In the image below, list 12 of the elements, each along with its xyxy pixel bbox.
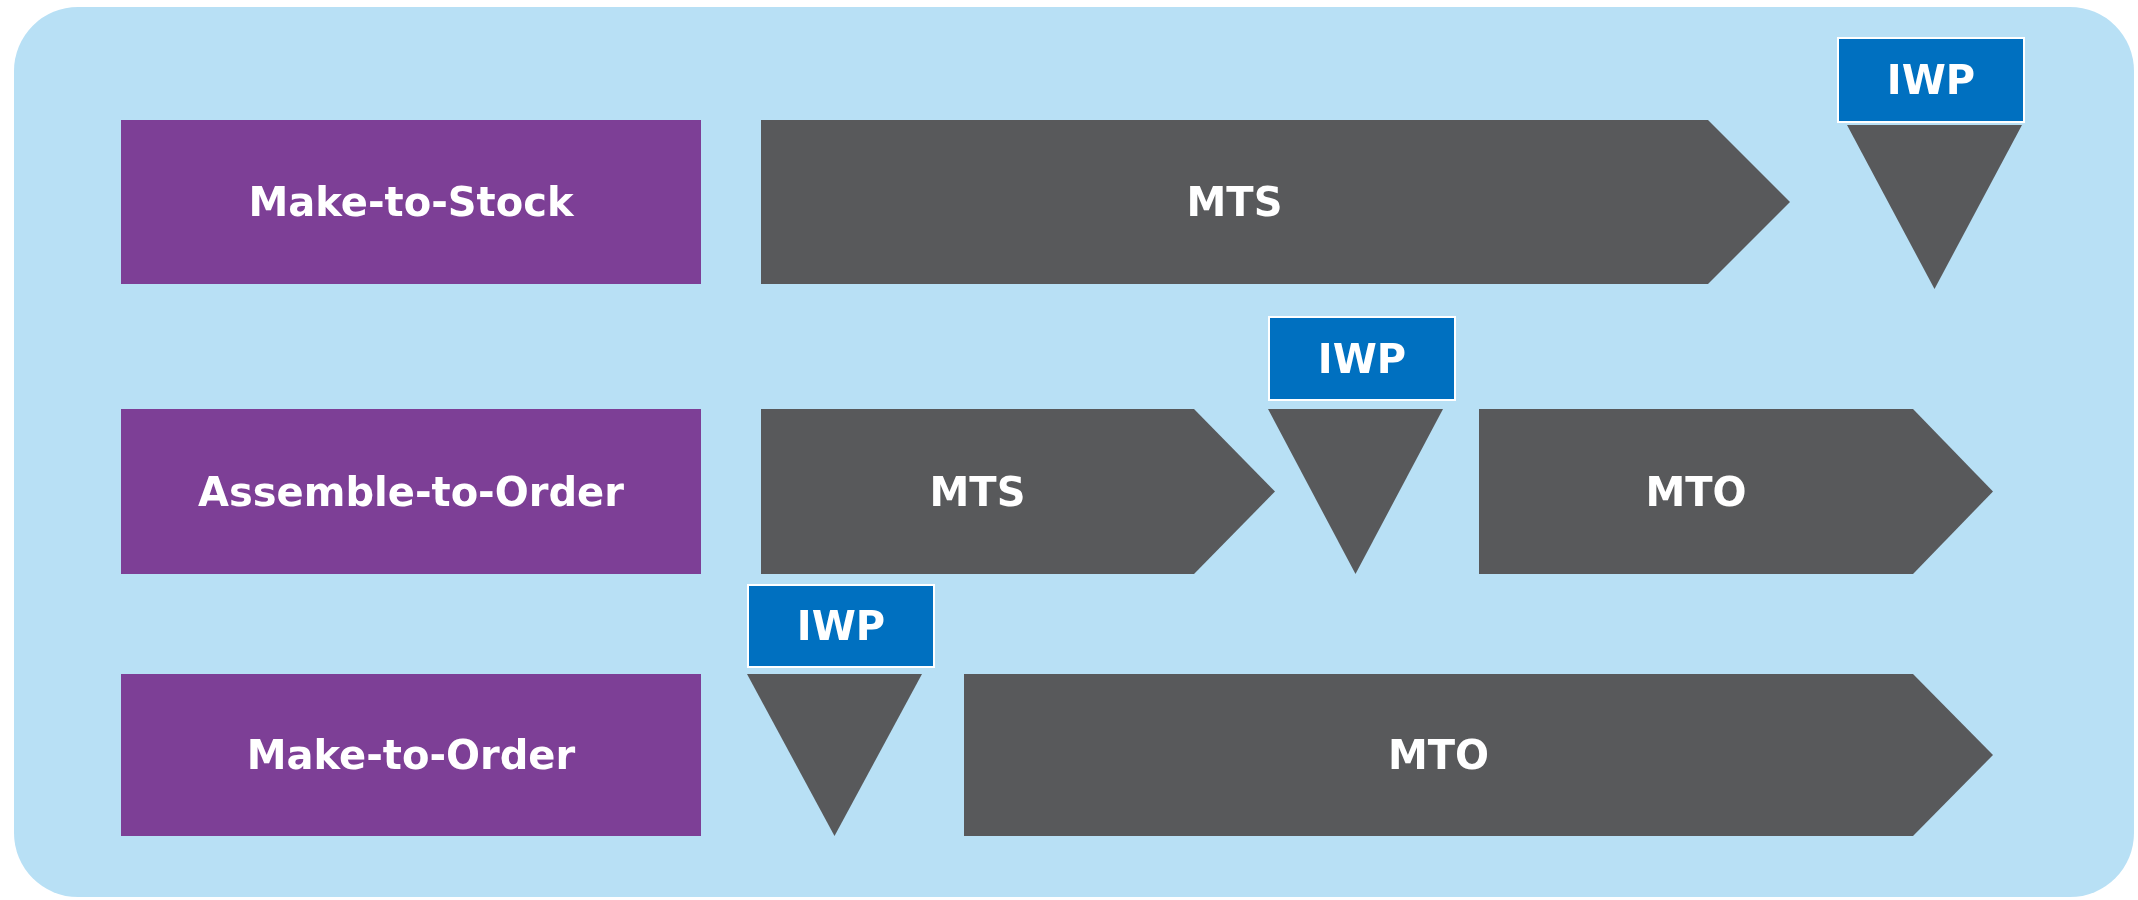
strategy-box: Assemble-to-Order xyxy=(121,409,701,574)
triangle-marker xyxy=(747,674,922,836)
inventory-tag: IWP xyxy=(747,584,935,668)
inventory-tag: IWP xyxy=(1268,316,1456,401)
triangle-marker xyxy=(1268,409,1443,574)
strategy-box: Make-to-Stock xyxy=(121,120,701,284)
process-chevron: MTO xyxy=(964,674,1993,836)
process-chevron: MTS xyxy=(761,120,1790,284)
process-chevron: MTO xyxy=(1479,409,1993,574)
triangle-marker xyxy=(1847,125,2022,289)
inventory-tag: IWP xyxy=(1837,37,2025,123)
strategy-box: Make-to-Order xyxy=(121,674,701,836)
